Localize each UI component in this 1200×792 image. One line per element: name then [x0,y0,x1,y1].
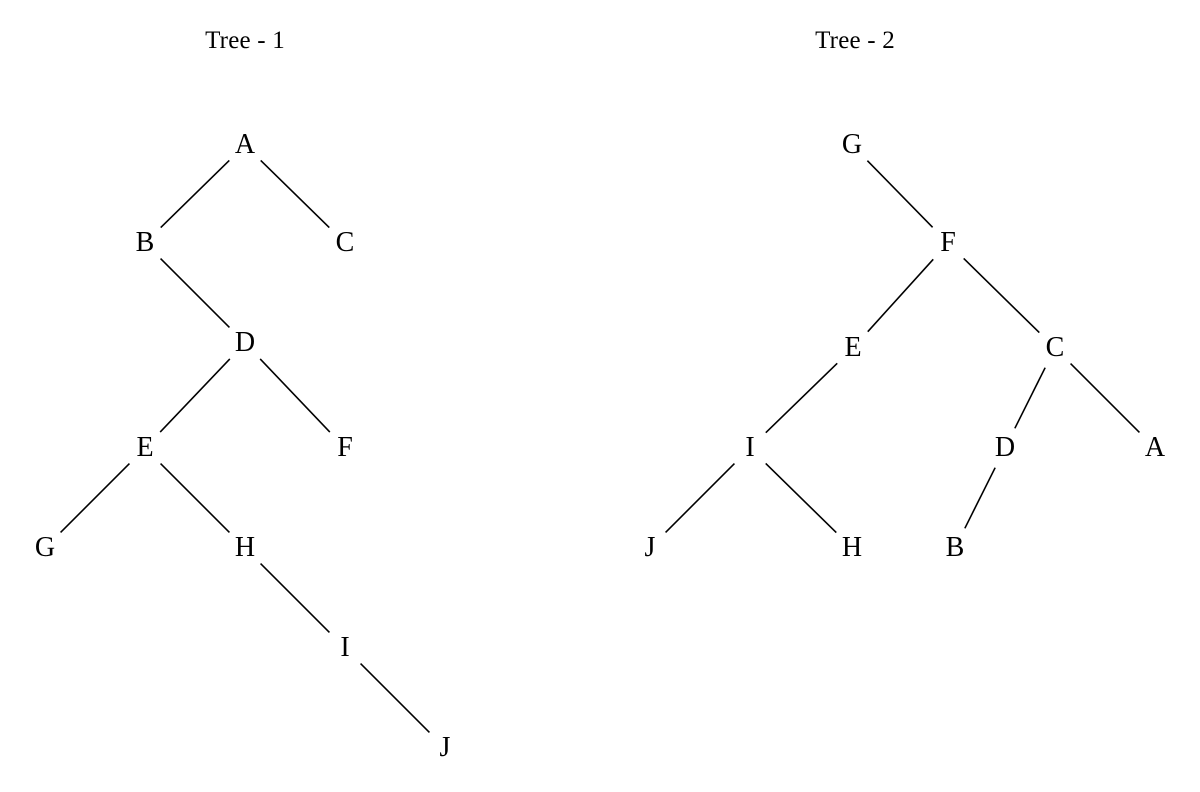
tree-edge [765,362,838,434]
tree-edge [964,467,996,529]
tree-edge [59,462,131,534]
tree-edge [159,257,231,329]
tree-edge [159,358,231,433]
tree-node-i: I [745,432,755,463]
tree-node-e: E [844,332,862,363]
tree-node-j: J [439,732,451,763]
tree-node-c: C [1045,332,1065,363]
tree-node-g: G [34,532,56,563]
tree-node-a: A [234,129,256,160]
tree-edge [1069,362,1141,434]
tree-edge [1014,367,1046,429]
tree-edge [963,257,1040,334]
tree-node-g: G [841,129,863,160]
tree-edge [260,159,330,229]
tree-node-c: C [335,227,355,258]
tree-node-i: I [340,632,350,663]
tree-edge [259,358,331,433]
tree-node-h: H [841,532,863,563]
tree-node-d: D [994,432,1016,463]
tree-node-b: B [945,532,965,563]
tree-edge [765,462,837,534]
tree-node-d: D [234,327,256,358]
tree-node-f: F [940,227,956,258]
tree-edge [867,258,934,333]
tree-node-e: E [136,432,154,463]
tree-node-a: A [1144,432,1166,463]
tree-node-j: J [644,532,656,563]
tree-node-h: H [234,532,256,563]
tree-edge [359,662,431,734]
tree-title: Tree - 1 [205,27,285,54]
tree-node-b: B [135,227,155,258]
tree-title: Tree - 2 [815,27,895,54]
tree-edge [160,159,230,229]
tree-edge [866,160,934,228]
tree-edge [259,562,331,634]
tree-edge [159,462,231,534]
tree-node-f: F [337,432,353,463]
tree-edge [664,462,736,534]
